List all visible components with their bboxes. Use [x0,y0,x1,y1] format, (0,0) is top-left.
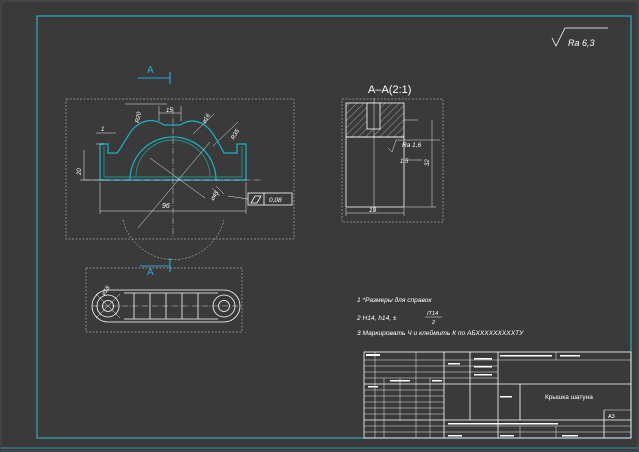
section-letter-top: A [147,65,154,76]
section-view: A–A(2:1) 32 Ra 1,6 1,5 19 [341,84,444,223]
dim-phi18: ⌀18 [101,285,112,297]
dim-1: 1 [101,127,104,133]
roughness-mark: Ra 6,3 [551,27,608,48]
sheet-format: A3 [608,414,615,420]
tolerance-value: 0,08 [269,197,282,204]
note-2-num: IT14 [427,311,438,317]
section-title: A–A(2:1) [368,84,411,96]
plan-view: A ⌀18 [85,258,243,333]
section-dim-32: 32 [425,159,431,166]
dim-phi16: ⌀16 [202,113,213,125]
title-block: Крышка шатуна A3 [363,351,632,439]
dim-r35: R35 [231,128,242,141]
dim-r20: R20 [135,111,143,124]
section-dim-19: 19 [369,207,377,214]
front-view: R20 15 1 ⌀16 R35 20 96 ⌀45 [65,98,295,260]
note-2: 2 H14, h14, ± [356,315,397,322]
dim-phi45: ⌀45 [210,190,221,202]
section-ra16: Ra 1,6 [402,142,422,149]
drawing-frame [36,15,632,439]
dim-20: 20 [77,168,83,176]
part-name: Крышка шатуна [545,394,593,401]
roughness-label: Ra 6,3 [568,38,595,48]
note-3: 3 Маркировать Ч и клеймить К по АБХХХХХХ… [357,329,524,337]
note-1: 1 *Размеры для справок [357,296,432,304]
tolerance-frame: 0,08 [227,192,293,206]
dim-15: 15 [166,108,173,114]
dim-96: 96 [162,203,170,210]
technical-notes: 1 *Размеры для справок 2 H14, h14, ± IT1… [356,296,524,337]
section-dim-15: 1,5 [400,159,409,165]
section-letter-bottom: A [147,267,154,278]
note-2-den: 2 [431,320,436,326]
section-marker-top: A [138,65,171,84]
